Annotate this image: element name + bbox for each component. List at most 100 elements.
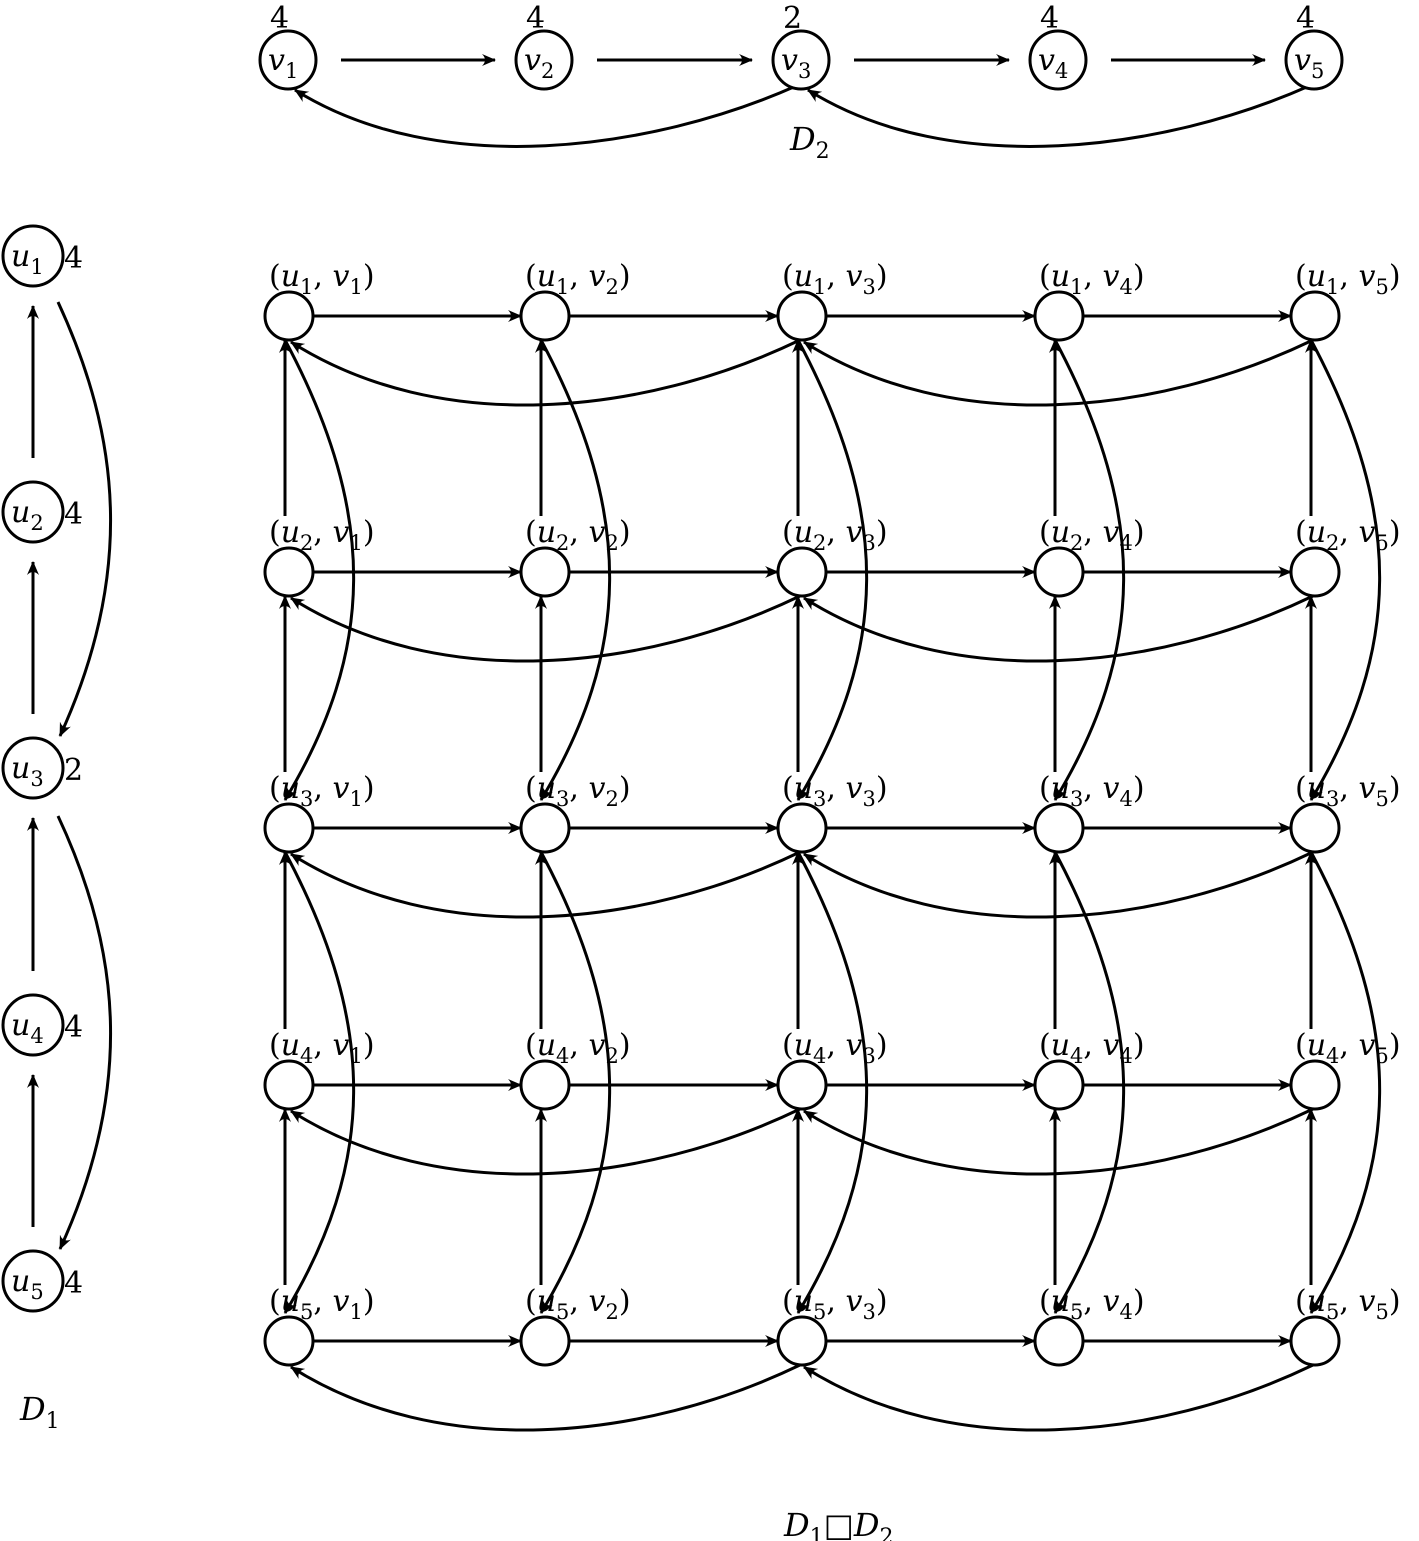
- node-label-u4-v3: (u4, v3): [782, 1028, 888, 1068]
- captions: D2 D1 D1□D2: [19, 120, 894, 1541]
- arc-u1v3-u3v3: [796, 339, 869, 801]
- arc-u4v3-u4v1: [290, 1107, 801, 1176]
- node-label-u2-v5: (u2, v5): [1295, 515, 1401, 555]
- arc-u3v1-u5v1: [283, 851, 356, 1314]
- node-v2: [514, 29, 574, 91]
- node-label-u1-v2: (u1, v2): [525, 259, 631, 299]
- node-label-u3-v2: (u3, v2): [525, 771, 631, 811]
- node-v5: [1284, 29, 1344, 91]
- arc-v3-v1: [294, 84, 797, 148]
- node-label-u4-v1: (u4, v1): [269, 1028, 375, 1068]
- node-label-v4: v4: [1038, 43, 1068, 83]
- caption-product: D1□D2: [783, 1506, 894, 1541]
- arc-u3-u5: [56, 815, 113, 1250]
- node-v1: [258, 29, 318, 91]
- node-label-u4-v5: (u4, v5): [1295, 1028, 1401, 1068]
- node-label-u5-v5: (u5, v5): [1295, 1284, 1401, 1324]
- arc-u2v3-u2v1: [290, 594, 801, 663]
- weight-v2: 4: [526, 1, 545, 36]
- weight-v4: 4: [1040, 1, 1059, 36]
- node-u5: [1, 1249, 65, 1313]
- node-label-u2-v4: (u2, v4): [1039, 515, 1145, 555]
- node-u4-v4: [1033, 1059, 1085, 1111]
- node-label-u5-v1: (u5, v1): [269, 1284, 375, 1324]
- weight-u1: 4: [64, 241, 83, 276]
- node-u2: [1, 480, 65, 544]
- node-u1-v4: [1033, 290, 1085, 342]
- arc-u1v5-u1v3: [803, 338, 1314, 407]
- arc-u1v2-u3v2: [539, 339, 612, 801]
- node-label-u3-v3: (u3, v3): [782, 771, 888, 811]
- arc-u1-u3: [56, 301, 113, 737]
- node-u4-v5: [1289, 1059, 1341, 1111]
- caption-d1: D1: [19, 1390, 60, 1434]
- node-u5-v1: [263, 1315, 315, 1367]
- caption-d2: D2: [789, 120, 830, 164]
- node-u2-v3: [776, 546, 828, 598]
- arc-u3v5-u3v3: [803, 850, 1314, 919]
- arc-u4v5-u4v3: [803, 1107, 1314, 1176]
- node-u3-v3: [776, 802, 828, 854]
- weight-v1: 4: [270, 1, 289, 36]
- weight-u5: 4: [64, 1266, 83, 1301]
- node-u5-v5: [1289, 1315, 1341, 1367]
- node-u5-v3: [776, 1315, 828, 1367]
- node-label-u4-v2: (u4, v2): [525, 1028, 631, 1068]
- node-v3: [771, 29, 831, 91]
- node-label-u3-v1: (u3, v1): [269, 771, 375, 811]
- node-label-u1-v4: (u1, v4): [1039, 259, 1145, 299]
- cartesian-product-digraph: (u1, v1)(u1, v2)(u1, v3)(u1, v4)(u1, v5)…: [263, 259, 1401, 1432]
- node-u3-v5: [1289, 802, 1341, 854]
- node-label-v2: v2: [524, 43, 554, 83]
- node-label-u5-v2: (u5, v2): [525, 1284, 631, 1324]
- weight-u3: 2: [64, 753, 83, 788]
- node-label-u2-v2: (u2, v2): [525, 515, 631, 555]
- arc-u3v3-u5v3: [796, 851, 869, 1314]
- node-label-u4: u4: [11, 1008, 44, 1048]
- arc-u3v3-u3v1: [290, 850, 801, 919]
- arc-u1v1-u3v1: [283, 339, 356, 801]
- node-u2-v5: [1289, 546, 1341, 598]
- node-u1-v1: [263, 290, 315, 342]
- node-v4: [1028, 29, 1088, 91]
- node-label-u5: u5: [11, 1264, 44, 1304]
- node-label-u5-v3: (u5, v3): [782, 1284, 888, 1324]
- node-u2-v2: [519, 546, 571, 598]
- node-label-v5: v5: [1294, 43, 1324, 83]
- weight-v5: 4: [1296, 1, 1315, 36]
- node-label-u2-v1: (u2, v1): [269, 515, 375, 555]
- node-label-v3: v3: [781, 43, 811, 83]
- weight-u4: 4: [64, 1010, 83, 1045]
- node-u4-v1: [263, 1059, 315, 1111]
- node-u1-v3: [776, 290, 828, 342]
- arc-u1v5-u3v5: [1309, 339, 1382, 801]
- node-label-u1-v5: (u1, v5): [1295, 259, 1401, 299]
- node-u4-v2: [519, 1059, 571, 1111]
- node-label-u2: u2: [11, 495, 44, 535]
- node-u4: [1, 993, 65, 1057]
- node-u2-v1: [263, 546, 315, 598]
- arc-u5v5-u5v3: [803, 1363, 1314, 1432]
- node-u3-v4: [1033, 802, 1085, 854]
- node-u4-v3: [776, 1059, 828, 1111]
- arc-u2v5-u2v3: [803, 594, 1314, 663]
- node-label-u4-v4: (u4, v4): [1039, 1028, 1145, 1068]
- node-u2-v4: [1033, 546, 1085, 598]
- node-u1-v5: [1289, 290, 1341, 342]
- arc-u3v5-u5v5: [1309, 851, 1382, 1314]
- node-label-u3-v4: (u3, v4): [1039, 771, 1145, 811]
- node-u1-v2: [519, 290, 571, 342]
- arc-u3v2-u5v2: [539, 851, 612, 1314]
- node-u5-v4: [1033, 1315, 1085, 1367]
- weight-v3: 2: [783, 1, 802, 36]
- node-label-u2-v3: (u2, v3): [782, 515, 888, 555]
- node-label-u1-v1: (u1, v1): [269, 259, 375, 299]
- node-label-u3: u3: [11, 751, 44, 791]
- arc-v5-v3: [807, 84, 1310, 148]
- arc-u1v4-u3v4: [1053, 339, 1126, 801]
- node-label-u5-v4: (u5, v4): [1039, 1284, 1145, 1324]
- node-u1: [1, 224, 65, 288]
